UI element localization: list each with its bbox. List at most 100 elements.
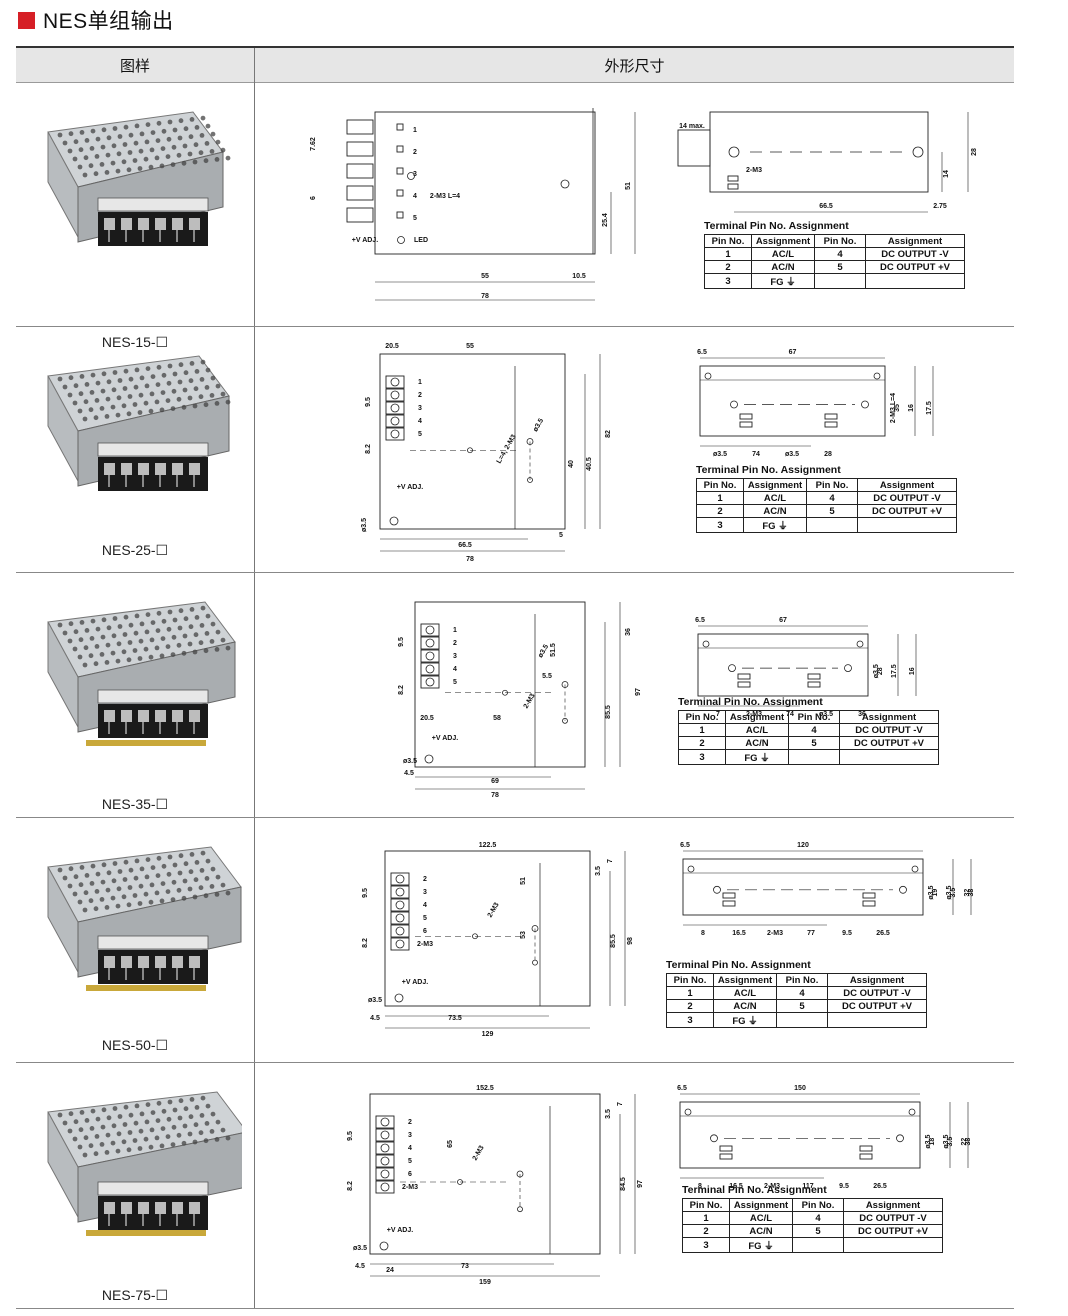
product-photo [47,111,231,246]
dimension-label: 9.5 [362,888,369,898]
dimension-label: 6 [408,1171,412,1178]
dimension-label: 5 [408,1158,412,1165]
terminal-header-cell: Pin No. [788,710,840,724]
terminal-cell: 5 [806,504,858,518]
dimension-label: 84.5 [620,1177,627,1191]
dimension-label: 9.5 [347,1131,354,1141]
dimension-label: 28 [971,148,978,156]
dimension-label: 55 [481,273,489,280]
dimension-label: 32 [964,889,971,897]
dimension-label: 4.5 [404,770,414,777]
dimension-label: 7 [617,1102,624,1106]
terminal-cell: 2 [704,260,752,274]
dimension-label: 6.5 [697,349,707,356]
terminal-header-cell: Assignment [843,1198,943,1212]
dimension-label: 8.2 [365,444,372,454]
model-label: NES-15-☐ [101,334,169,350]
dimension-label: 51 [625,182,632,190]
dimension-label: +V ADJ. [387,1227,413,1234]
dimension-label: 5 [413,215,417,222]
terminal-header-cell: Assignment [751,234,815,248]
dimension-label: 2 [423,876,427,883]
dimension-label: 2-M3 [764,1183,780,1190]
dimension-label: 2-M3 [746,167,762,174]
dimension-label: 117 [802,1183,813,1190]
dimension-label: 73 [461,1263,469,1270]
top-rule [16,46,1014,48]
dimension-label: ø3.5 [532,417,545,433]
dimension-label: 159 [479,1279,491,1286]
dimension-label: 2-M3 L=4 [430,193,460,200]
terminal-cell: 3 [678,749,726,765]
terminal-cell [788,749,840,765]
dimension-label: 2.75 [933,203,947,210]
terminal-header-cell: Assignment [839,710,939,724]
terminal-cell: 3 [682,1237,730,1253]
terminal-caption: Terminal Pin No. Assignment [678,696,823,708]
dimension-label: 16.5 [732,930,746,937]
dimension-label: ø3.5 [785,451,799,458]
terminal-cell: DC OUTPUT +V [857,504,957,518]
dimension-label: 5.5 [542,673,552,680]
product-photo [47,355,231,491]
dimension-label: 82 [605,430,612,438]
dimension-label: 20.5 [385,343,399,350]
terminal-header-cell: Pin No. [814,234,866,248]
terminal-header-cell: Assignment [713,973,777,987]
dimension-label: 9.5 [365,397,372,407]
dimension-label: 38 [965,1138,972,1146]
terminal-cell: DC OUTPUT +V [865,260,965,274]
dimension-label: 3 [408,1132,412,1139]
dimension-label: 2-M3 [767,930,783,937]
dimension-label: 1 [418,379,422,386]
terminal-cell: 3 [696,517,744,533]
terminal-cell: DC OUTPUT -V [839,723,939,737]
dimension-label: 40 [568,460,575,468]
dimension-label: +V ADJ. [402,979,428,986]
terminal-caption: Terminal Pin No. Assignment [696,464,841,476]
terminal-cell: 4 [792,1211,844,1225]
dimension-label: 4 [418,418,422,425]
header-dimensions: 外形尺寸 [604,57,665,75]
dimension-label: 2-M3 [417,941,433,948]
terminal-cell [857,517,957,533]
terminal-cell: DC OUTPUT -V [827,986,927,1000]
terminal-cell: DC OUTPUT +V [843,1224,943,1238]
photo-cell: NES-75-☐ [16,1062,254,1308]
dimension-label: 20.5 [420,715,434,722]
terminal-cell: AC/L [725,723,789,737]
dimension-label: 3.5 [605,1109,612,1119]
terminal-cell: 4 [776,986,828,1000]
terminal-header-cell: Pin No. [806,478,858,492]
header-image: 图样 [119,57,150,75]
dimension-label: ø3.5 [403,758,417,765]
terminal-cell: AC/L [751,247,815,261]
terminal-cell: 1 [704,247,752,261]
dimension-label: 14 [943,170,950,178]
terminal-cell [776,1012,828,1028]
terminal-cell: 2 [666,999,714,1013]
table-header: 图样 外形尺寸 [16,48,1014,83]
dimension-label: 85.5 [610,934,617,948]
dimension-label: 24 [386,1267,394,1274]
photo-cell: NES-15-☐ [16,82,254,350]
terminal-cell: FG ⏚ [743,517,807,533]
terminal-cell: AC/L [729,1211,793,1225]
terminal-header-cell: Assignment [827,973,927,987]
terminal-cell: 2 [682,1224,730,1238]
